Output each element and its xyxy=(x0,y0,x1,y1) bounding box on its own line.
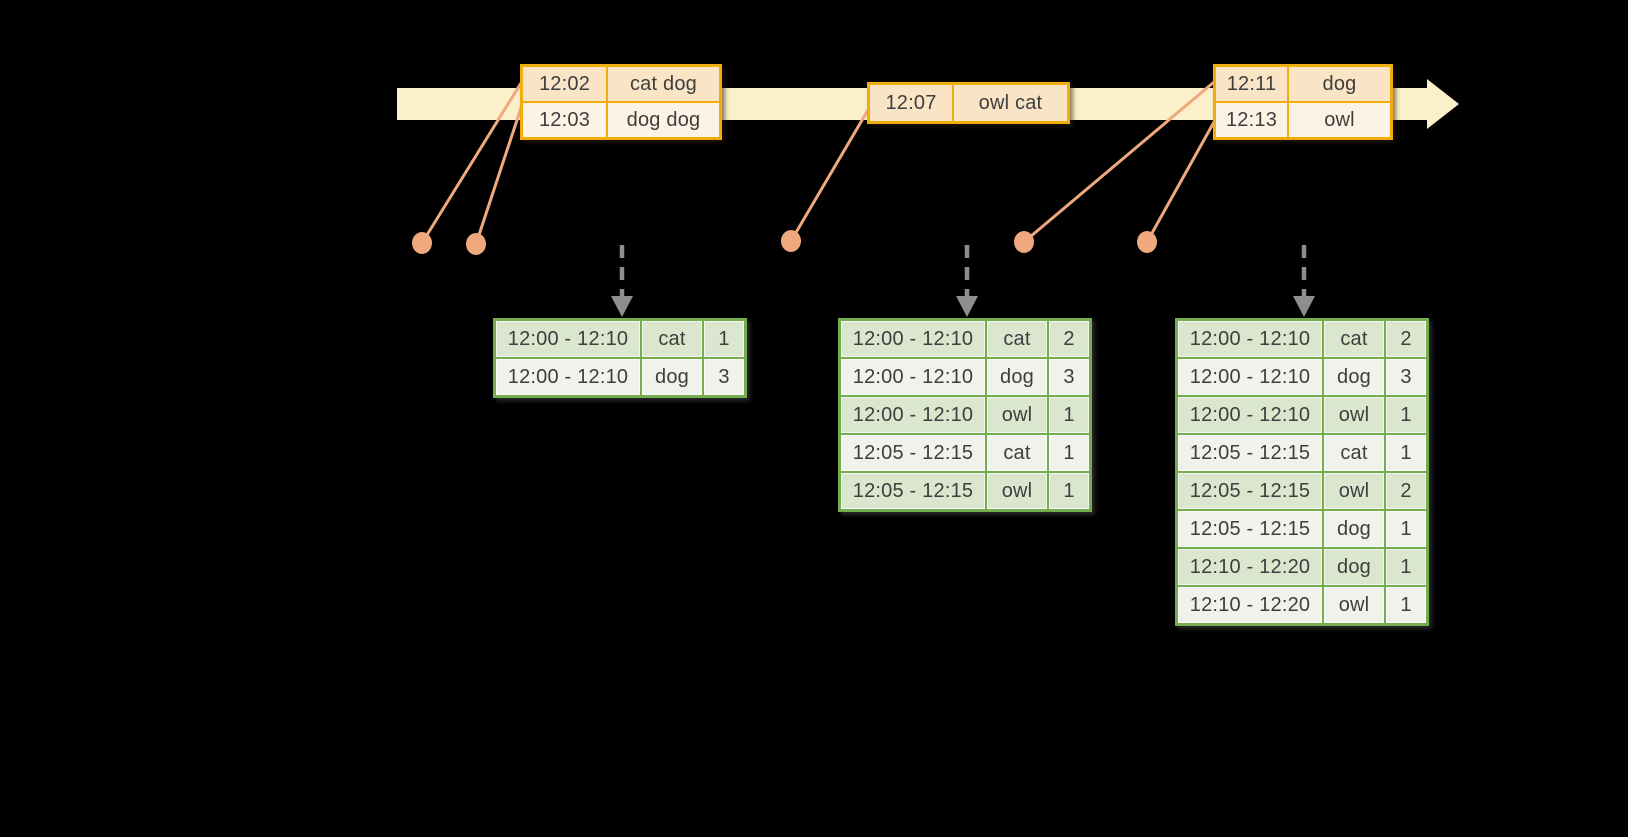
event-words-cell: dog xyxy=(1289,67,1390,101)
event-words-cell: owl xyxy=(1289,103,1390,137)
window-range-cell: 12:00 - 12:10 xyxy=(1178,397,1322,433)
count-cell: 3 xyxy=(1049,359,1089,395)
count-cell: 2 xyxy=(1049,321,1089,357)
window-range-cell: 12:10 - 12:20 xyxy=(1178,587,1322,623)
window-range-cell: 12:05 - 12:15 xyxy=(841,435,985,471)
word-cell: dog xyxy=(1324,549,1384,585)
window-range-cell: 12:00 - 12:10 xyxy=(1178,321,1322,357)
connector-lines xyxy=(420,80,1216,246)
word-cell: dog xyxy=(1324,511,1384,547)
count-cell: 3 xyxy=(1386,359,1426,395)
event-time-cell: 12:02 xyxy=(523,67,606,101)
count-cell: 2 xyxy=(1386,321,1426,357)
window-range-cell: 12:00 - 12:10 xyxy=(1178,359,1322,395)
window-range-cell: 12:00 - 12:10 xyxy=(841,359,985,395)
word-cell: owl xyxy=(1324,397,1384,433)
count-cell: 1 xyxy=(1049,397,1089,433)
event-words-cell: dog dog xyxy=(608,103,719,137)
count-cell: 2 xyxy=(1386,473,1426,509)
window-range-cell: 12:10 - 12:20 xyxy=(1178,549,1322,585)
word-cell: owl xyxy=(987,473,1047,509)
count-cell: 1 xyxy=(1386,435,1426,471)
word-cell: cat xyxy=(1324,321,1384,357)
event-time-cell: 12:07 xyxy=(870,85,952,121)
event-words-cell: owl cat xyxy=(954,85,1067,121)
event-time-cell: 12:03 xyxy=(523,103,606,137)
count-cell: 1 xyxy=(1386,549,1426,585)
count-cell: 1 xyxy=(1049,435,1089,471)
connector-line xyxy=(474,103,524,246)
window-range-cell: 12:00 - 12:10 xyxy=(496,321,640,357)
window-range-cell: 12:05 - 12:15 xyxy=(1178,435,1322,471)
window-range-cell: 12:00 - 12:10 xyxy=(841,321,985,357)
event-words-cell: cat dog xyxy=(608,67,719,101)
window-range-cell: 12:00 - 12:10 xyxy=(841,397,985,433)
word-cell: dog xyxy=(642,359,702,395)
connector-line xyxy=(1145,120,1216,244)
word-cell: owl xyxy=(1324,473,1384,509)
trigger-arrows xyxy=(611,245,1315,317)
event-time-cell: 12:13 xyxy=(1216,103,1287,137)
event-dot-icon xyxy=(1014,231,1034,253)
word-cell: dog xyxy=(987,359,1047,395)
event-time-cell: 12:11 xyxy=(1216,67,1287,101)
word-cell: cat xyxy=(987,321,1047,357)
window-range-cell: 12:05 - 12:15 xyxy=(841,473,985,509)
timeline-arrow-head-icon xyxy=(1427,79,1459,129)
window-range-cell: 12:00 - 12:10 xyxy=(496,359,640,395)
connector-line xyxy=(420,81,523,245)
count-cell: 1 xyxy=(1386,511,1426,547)
event-dot-icon xyxy=(781,230,801,252)
dashed-down-arrow-head-icon xyxy=(611,296,633,317)
window-range-cell: 12:05 - 12:15 xyxy=(1178,511,1322,547)
event-dot-icon xyxy=(1137,231,1157,253)
count-cell: 3 xyxy=(704,359,744,395)
dashed-down-arrow-head-icon xyxy=(1293,296,1315,317)
connector-line xyxy=(789,108,870,243)
word-cell: dog xyxy=(1324,359,1384,395)
count-cell: 1 xyxy=(704,321,744,357)
connector-line xyxy=(1022,80,1216,244)
dashed-down-arrow-head-icon xyxy=(956,296,978,317)
count-cell: 1 xyxy=(1386,397,1426,433)
event-dots xyxy=(412,230,1157,255)
word-cell: owl xyxy=(987,397,1047,433)
word-cell: cat xyxy=(1324,435,1384,471)
word-cell: cat xyxy=(987,435,1047,471)
window-range-cell: 12:05 - 12:15 xyxy=(1178,473,1322,509)
word-cell: owl xyxy=(1324,587,1384,623)
word-cell: cat xyxy=(642,321,702,357)
count-cell: 1 xyxy=(1049,473,1089,509)
event-dot-icon xyxy=(466,233,486,255)
count-cell: 1 xyxy=(1386,587,1426,623)
event-dot-icon xyxy=(412,232,432,254)
